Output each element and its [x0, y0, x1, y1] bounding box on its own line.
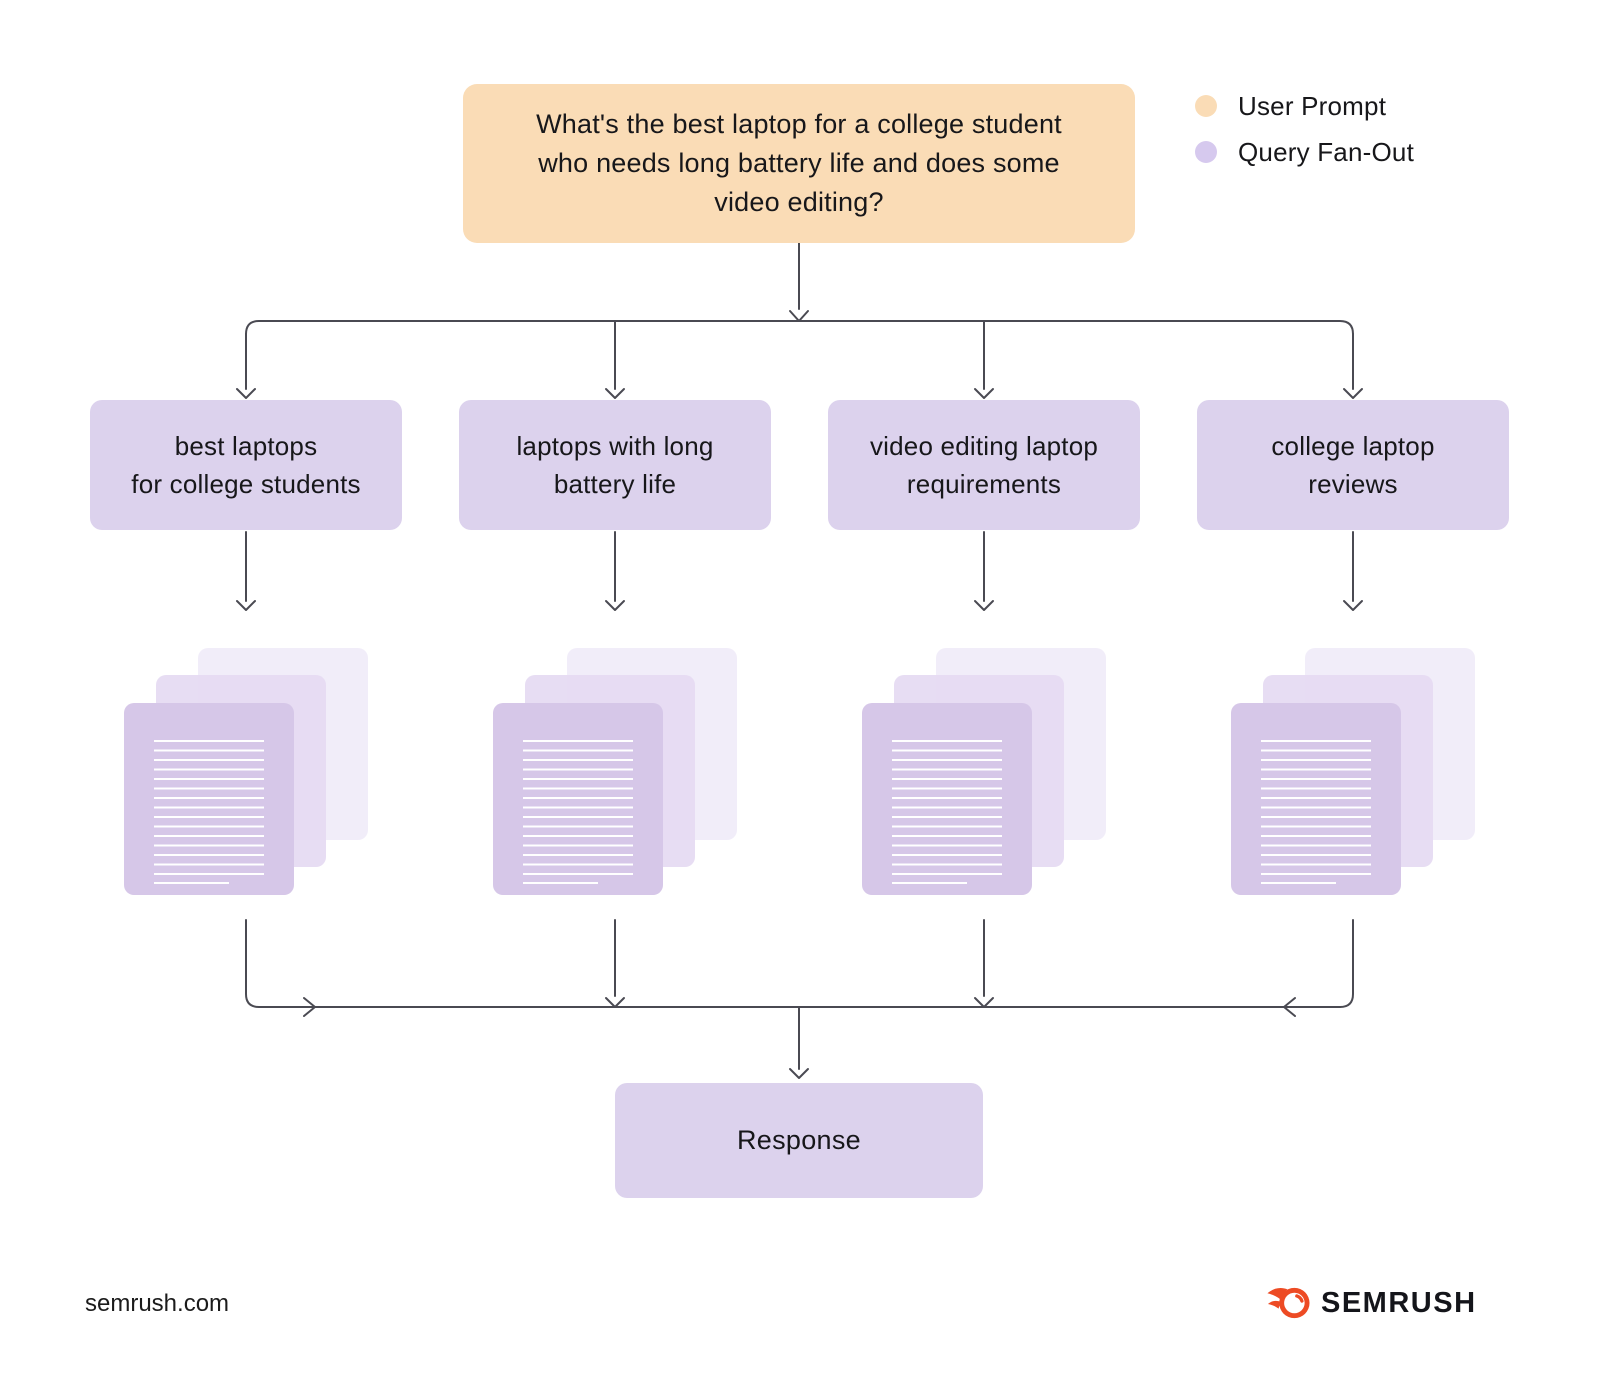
query-box-college-reviews: college laptop reviews [1197, 400, 1509, 530]
user-prompt-text: What's the best laptop for a college stu… [536, 109, 1062, 217]
document-text-line-short [523, 882, 598, 884]
document-stack [124, 648, 368, 895]
prompt-to-fan-arrow [789, 242, 809, 322]
user-prompt-box: What's the best laptop for a college stu… [463, 84, 1135, 243]
query-box-label: video editing laptop requirements [869, 431, 1099, 499]
legend: User Prompt Query Fan-Out [1195, 93, 1414, 185]
merge-to-response-arrow [789, 1006, 809, 1079]
query-box-video-editing: video editing laptop requirements [828, 400, 1140, 530]
document-text-lines [154, 740, 264, 875]
document-text-lines [523, 740, 633, 875]
user-prompt-dot-icon [1195, 95, 1217, 117]
documents-to-merge-arrows [245, 919, 1354, 1017]
document-stack [1231, 648, 1475, 895]
fanout-line [245, 320, 1354, 335]
response-box: Response [615, 1083, 983, 1198]
legend-label: Query Fan-Out [1238, 137, 1414, 167]
document-page-front [862, 703, 1032, 895]
document-stack [493, 648, 737, 895]
semrush-logo: SEMRUSH [1266, 1284, 1477, 1322]
semrush-flame-icon [1267, 1287, 1310, 1319]
document-page-front [124, 703, 294, 895]
semrush-brand-text: SEMRUSH [1321, 1286, 1477, 1319]
query-box-label: college laptop reviews [1271, 431, 1435, 499]
fanout-drop-arrows [236, 320, 1363, 399]
query-box-label: best laptops for college students [131, 431, 361, 499]
response-label: Response [737, 1125, 861, 1155]
document-page-front [1231, 703, 1401, 895]
query-box-best-laptops: best laptops for college students [90, 400, 402, 530]
legend-item-user-prompt: User Prompt [1195, 93, 1414, 119]
document-text-line-short [1261, 882, 1336, 884]
document-text-lines [892, 740, 1002, 875]
query-box-battery-life: laptops with long battery life [459, 400, 771, 530]
legend-label: User Prompt [1238, 91, 1387, 121]
document-text-lines [1261, 740, 1371, 875]
document-stack [862, 648, 1106, 895]
document-page-front [493, 703, 663, 895]
query-to-documents-arrows [236, 531, 1363, 611]
document-text-line-short [154, 882, 229, 884]
query-fanout-dot-icon [1195, 141, 1217, 163]
footer-site-text: semrush.com [85, 1290, 230, 1317]
document-text-line-short [892, 882, 967, 884]
query-box-label: laptops with long battery life [516, 431, 714, 499]
legend-item-query-fanout: Query Fan-Out [1195, 139, 1414, 165]
